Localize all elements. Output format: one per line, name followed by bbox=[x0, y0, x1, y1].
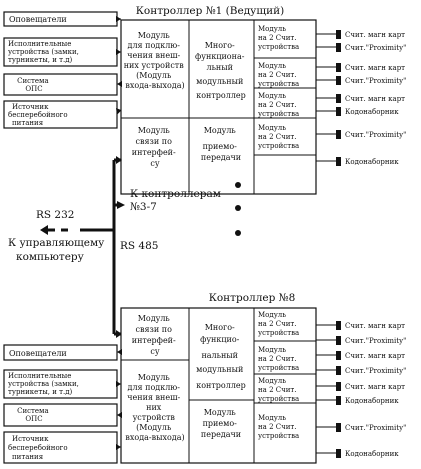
bottom-reader-module-3: Модуль на 2 Счит. устройства bbox=[258, 377, 299, 403]
proximity-reader-icon bbox=[336, 336, 341, 345]
proximity-reader-icon bbox=[336, 366, 341, 375]
continuation-dot bbox=[235, 205, 241, 211]
bottom-ups-box: Источник бесперебойного питания bbox=[8, 435, 70, 461]
to-computer-label: К управляющему компьютеру bbox=[8, 237, 108, 263]
bottom-device-label: Счит. магн карт bbox=[345, 322, 405, 330]
bottom-ops-box: Система ОПС bbox=[17, 407, 51, 423]
top-device-label: Счит."Proximity" bbox=[345, 131, 406, 139]
top-controller: Модуль для подклю- чения внеш- них устро… bbox=[120, 19, 317, 195]
bottom-device-label: Счит."Proximity" bbox=[345, 337, 406, 345]
rs485-bus bbox=[40, 156, 125, 338]
top-ups-box: Источник бесперебойного питания bbox=[8, 103, 70, 127]
card-reader-icon bbox=[336, 382, 341, 391]
top-mf-module: Много- функциона- льный модульный контро… bbox=[195, 41, 247, 100]
card-reader-icon bbox=[336, 63, 341, 72]
top-device-label: Счит. магн карт bbox=[345, 64, 405, 72]
card-reader-icon bbox=[336, 351, 341, 360]
bottom-actuators-box: Исполнительные устройства (замки, турник… bbox=[8, 372, 81, 396]
bottom-reader-module-2: Модуль на 2 Счит. устройства bbox=[258, 346, 299, 372]
bottom-reader-module-4: Модуль на 2 Счит. устройства bbox=[258, 414, 299, 440]
bottom-comm-module: Модуль связи по интерфей- су bbox=[132, 314, 179, 356]
top-actuators-box: Исполнительные устройства (замки, турник… bbox=[8, 40, 81, 64]
bottom-device-label: Кодонаборник bbox=[345, 450, 399, 458]
to-controllers-label: К контроллерам №3-7 bbox=[130, 188, 224, 213]
top-reader-module-1: Модуль на 2 Счит. устройства bbox=[258, 25, 299, 51]
bottom-right-devices: Счит. магн карт Счит."Proximity" Счит. м… bbox=[316, 321, 406, 458]
rs232-label: RS 232 bbox=[36, 209, 74, 221]
top-reader-module-2: Модуль на 2 Счит. устройства bbox=[258, 62, 299, 88]
top-device-label: Счит."Proximity" bbox=[345, 44, 406, 52]
bottom-mf-module: Много- функцио- нальный модульный контро… bbox=[196, 323, 246, 390]
bottom-device-label: Счит. магн карт bbox=[345, 383, 405, 391]
continuation-dot bbox=[235, 182, 241, 188]
top-reader-module-3: Модуль на 2 Счит. устройства bbox=[258, 92, 299, 118]
top-device-label: Счит. магн карт bbox=[345, 31, 405, 39]
top-device-label: Счит. магн карт bbox=[345, 95, 405, 103]
rs485-label: RS 485 bbox=[120, 240, 158, 252]
top-alarm-box: Оповещатели bbox=[9, 15, 67, 24]
proximity-reader-icon bbox=[336, 130, 341, 139]
card-reader-icon bbox=[336, 94, 341, 103]
top-right-devices: Счит. магн карт Счит."Proximity" Счит. м… bbox=[316, 30, 406, 166]
card-reader-icon bbox=[336, 30, 341, 39]
keypad-icon bbox=[336, 107, 341, 116]
proximity-reader-icon bbox=[336, 76, 341, 85]
top-left-devices: Оповещатели Исполнительные устройства (з… bbox=[3, 11, 122, 129]
bottom-device-label: Счит."Proximity" bbox=[345, 424, 406, 432]
keypad-icon bbox=[336, 396, 341, 405]
top-reader-module-4: Модуль на 2 Счит. устройства bbox=[258, 124, 299, 150]
bottom-io-module: Модуль для подклю- чения внеш- них устро… bbox=[125, 373, 184, 442]
bottom-device-label: Счит."Proximity" bbox=[345, 367, 406, 375]
top-ops-box: Система ОПС bbox=[17, 77, 51, 93]
top-io-module: Модуль для подклю- чения внеш- них устро… bbox=[124, 31, 187, 90]
proximity-reader-icon bbox=[336, 423, 341, 432]
bottom-alarm-box: Оповещатели bbox=[9, 349, 67, 358]
bottom-controller-title: Контроллер №8 bbox=[209, 292, 296, 304]
keypad-icon bbox=[336, 449, 341, 458]
bottom-left-devices: Оповещатели Исполнительные устройства (з… bbox=[3, 344, 122, 464]
top-controller-title: Контроллер №1 (Ведущий) bbox=[136, 5, 284, 17]
bottom-device-label: Кодонаборник bbox=[345, 397, 399, 405]
top-rx-module: Модуль приемо- передачи bbox=[201, 126, 241, 162]
bottom-reader-module-1: Модуль на 2 Счит. устройства bbox=[258, 311, 299, 337]
top-device-label: Счит."Proximity" bbox=[345, 77, 406, 85]
continuation-dot bbox=[235, 230, 241, 236]
card-reader-icon bbox=[336, 321, 341, 330]
keypad-icon bbox=[336, 157, 341, 166]
top-device-label: Кодонаборник bbox=[345, 108, 399, 116]
bottom-device-label: Счит. магн карт bbox=[345, 352, 405, 360]
bottom-controller: Модуль связи по интерфей- су Много- функ… bbox=[120, 307, 317, 464]
top-device-label: Кодонаборник bbox=[345, 158, 399, 166]
top-comm-module: Модуль связи по интерфей- су bbox=[132, 126, 179, 168]
proximity-reader-icon bbox=[336, 43, 341, 52]
bottom-rx-module: Модуль приемо- передачи bbox=[201, 408, 241, 439]
